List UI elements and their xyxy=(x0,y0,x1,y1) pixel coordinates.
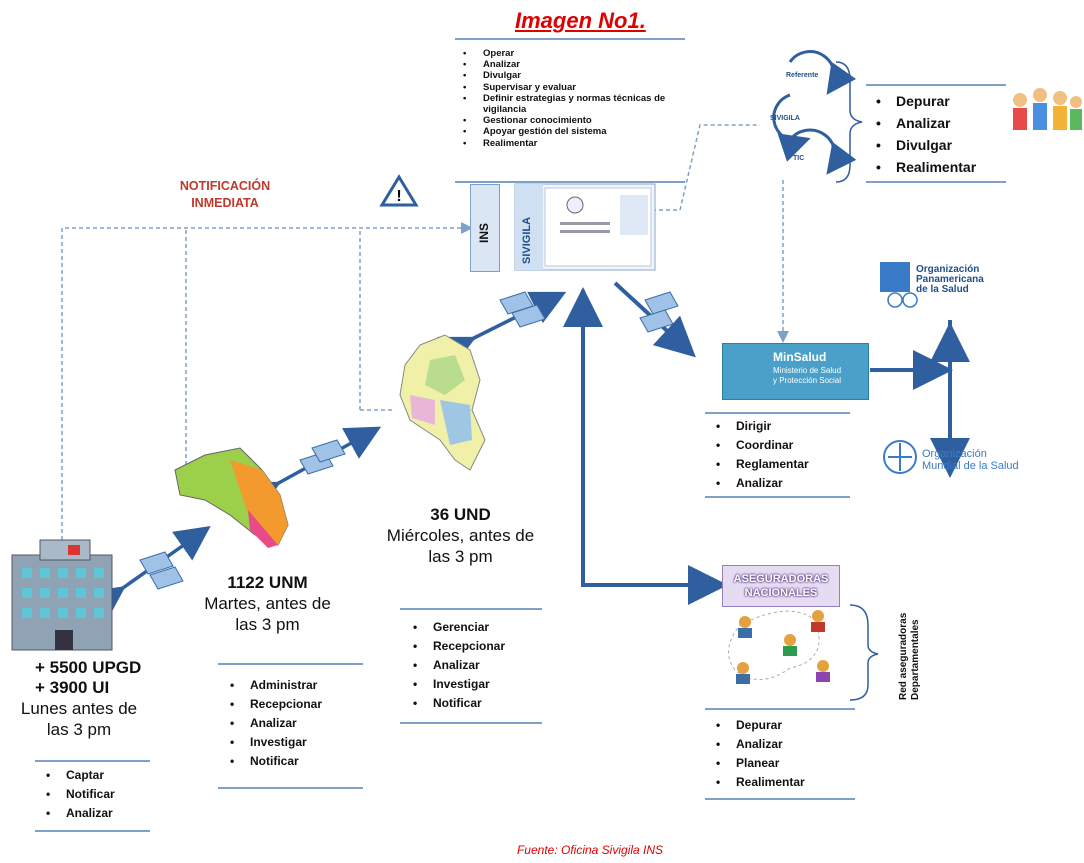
community-function-list: Depurar Analizar Divulgar Realimentar xyxy=(868,90,1008,178)
unm-function-list: Administrar Recepcionar Analizar Investi… xyxy=(222,676,362,771)
list-item: Supervisar y evaluar xyxy=(455,82,675,93)
list-item: Analizar xyxy=(708,474,848,493)
upgd-when: Lunes antes de las 3 pm xyxy=(20,699,138,739)
minsalud-sub1: Ministerio de Salud xyxy=(773,366,842,375)
warning-icon: ! xyxy=(379,174,419,207)
minsalud-function-list: Dirigir Coordinar Reglamentar Analizar xyxy=(708,417,848,493)
list-item: Definir estrategias y normas técnicas de… xyxy=(455,93,675,115)
divider xyxy=(705,708,855,710)
cycle-sivigila: SIVIGILA xyxy=(770,115,800,122)
sivigila-tab: SIVIGILA xyxy=(515,184,543,270)
upgd-function-list: Captar Notificar Analizar xyxy=(38,766,153,823)
children-group xyxy=(1013,88,1082,130)
list-item: Dirigir xyxy=(708,417,848,436)
list-item: Notificar xyxy=(222,752,362,771)
braces xyxy=(835,61,879,701)
list-item: Captar xyxy=(38,766,153,785)
cycle-referente: Referente xyxy=(786,72,819,79)
notification-label: NOTIFICACIÓN INMEDIATA xyxy=(179,179,271,210)
list-item: Notificar xyxy=(38,785,153,804)
divider xyxy=(455,38,685,40)
divider xyxy=(866,84,1006,86)
list-item: Investigar xyxy=(405,675,545,694)
people-network xyxy=(728,610,830,684)
ops-line2: Panamericana xyxy=(916,274,984,285)
list-item: Depurar xyxy=(708,716,853,735)
divider xyxy=(705,798,855,800)
list-item: Analizar xyxy=(405,656,545,675)
divider xyxy=(400,608,542,610)
department-map xyxy=(174,447,289,548)
divider xyxy=(705,496,850,498)
list-item: Depurar xyxy=(868,90,1008,112)
list-item: Realimentar xyxy=(868,156,1008,178)
list-item: Gestionar conocimiento xyxy=(455,115,675,126)
minsalud-name: MinSalud xyxy=(773,350,827,364)
list-item: Analizar xyxy=(38,804,153,823)
ops-logo-text: Organización Panamericana de la Salud xyxy=(916,265,984,295)
ops-emblem xyxy=(880,262,918,308)
list-item: Investigar xyxy=(222,733,362,752)
ins-function-list: Operar Analizar Divulgar Supervisar y ev… xyxy=(455,48,675,149)
ops-line3: de la Salud xyxy=(916,284,969,295)
sivigila-label: SIVIGILA xyxy=(521,216,533,264)
page-title: Imagen No1. xyxy=(515,8,646,33)
cycle-tic: TIC xyxy=(793,155,805,162)
list-item: Administrar xyxy=(222,676,362,695)
aseguradoras-side-label: Red aseguradoras Departamentales xyxy=(898,612,921,700)
unm-stat: 1122 UNM Martes, antes de las 3 pm xyxy=(200,573,335,635)
oms-line1: Organización xyxy=(922,448,987,460)
divider xyxy=(455,181,685,183)
und-when: Miércoles, antes de las 3 pm xyxy=(386,526,535,566)
list-item: Coordinar xyxy=(708,436,848,455)
list-item: Analizar xyxy=(868,112,1008,134)
list-item: Operar xyxy=(455,48,675,59)
list-item: Planear xyxy=(708,754,853,773)
minsalud-sub2: y Protección Social xyxy=(773,376,842,385)
unm-when: Martes, antes de las 3 pm xyxy=(204,594,331,634)
list-item: Realimentar xyxy=(455,138,675,149)
list-item: Reglamentar xyxy=(708,455,848,474)
ins-label: INS xyxy=(477,222,491,243)
oms-emblem xyxy=(883,440,917,474)
list-item: Analizar xyxy=(455,59,675,70)
upgd-stat: + 5500 UPGD + 3900 UI Lunes antes de las… xyxy=(15,658,155,740)
aseguradoras-box: ASEGURADORAS NACIONALES xyxy=(722,565,840,607)
source-note: Fuente: Oficina Sivigila INS xyxy=(516,843,664,857)
divider xyxy=(705,412,850,414)
aseguradoras-function-list: Depurar Analizar Planear Realimentar xyxy=(708,716,853,792)
hospital-building xyxy=(11,539,113,651)
list-item: Notificar xyxy=(405,694,545,713)
list-item: Apoyar gestión del sistema xyxy=(455,126,675,137)
divider xyxy=(35,830,150,832)
oms-line2: Mundial de la Salud xyxy=(922,460,1019,472)
oms-logo-text: Organización Mundial de la Salud xyxy=(922,448,1019,472)
list-item: Realimentar xyxy=(708,773,853,792)
divider xyxy=(400,722,542,724)
und-stat: 36 UND Miércoles, antes de las 3 pm xyxy=(383,505,538,567)
upgd-count2: + 3900 UI xyxy=(35,678,110,697)
minsalud-logo: MinSalud Ministerio de Salud y Protecció… xyxy=(722,343,869,400)
list-item: Gerenciar xyxy=(405,618,545,637)
list-item: Divulgar xyxy=(455,70,675,81)
list-item: Analizar xyxy=(708,735,853,754)
divider xyxy=(218,663,363,665)
list-item: Recepcionar xyxy=(222,695,362,714)
ins-box: INS xyxy=(470,184,500,272)
list-item: Recepcionar xyxy=(405,637,545,656)
message-envelopes xyxy=(139,291,679,590)
list-item: Analizar xyxy=(222,714,362,733)
unm-count: 1122 UNM xyxy=(227,573,308,592)
ops-line1: Organización xyxy=(916,264,980,275)
divider xyxy=(866,181,1006,183)
cycle-arrows xyxy=(772,50,857,175)
und-function-list: Gerenciar Recepcionar Analizar Investiga… xyxy=(405,618,545,713)
divider xyxy=(218,787,363,789)
divider xyxy=(35,760,150,762)
svg-text:!: ! xyxy=(396,188,401,205)
und-count: 36 UND xyxy=(430,505,491,524)
upgd-count1: + 5500 UPGD xyxy=(35,658,142,677)
colombia-map xyxy=(399,334,486,471)
list-item: Divulgar xyxy=(868,134,1008,156)
